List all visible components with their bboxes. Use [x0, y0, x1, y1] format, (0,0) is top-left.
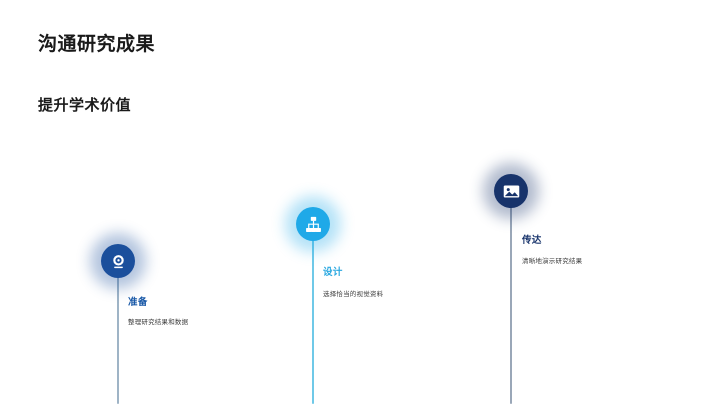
milestone-description: 整理研究结果和数据 — [128, 319, 189, 326]
milestone-stem-line — [312, 224, 314, 404]
milestone-stem-line — [510, 191, 512, 404]
milestone-description: 选择恰当的视觉资料 — [323, 291, 384, 298]
sitemap-icon — [304, 215, 323, 234]
page-title: 沟通研究成果 — [38, 34, 156, 55]
milestone-marker-1[interactable] — [101, 244, 135, 278]
image-icon — [502, 182, 521, 201]
webcam-icon — [109, 252, 128, 271]
milestone-description: 清晰地演示研究结果 — [522, 258, 583, 265]
milestone-label: 准备 — [128, 297, 148, 308]
milestone-label: 设计 — [323, 267, 343, 278]
milestone-marker-3[interactable] — [494, 174, 528, 208]
milestone-marker-2[interactable] — [296, 207, 330, 241]
milestone-label: 传达 — [522, 235, 542, 246]
milestone-stem-line — [117, 261, 119, 404]
page-subtitle: 提升学术价值 — [38, 97, 132, 114]
